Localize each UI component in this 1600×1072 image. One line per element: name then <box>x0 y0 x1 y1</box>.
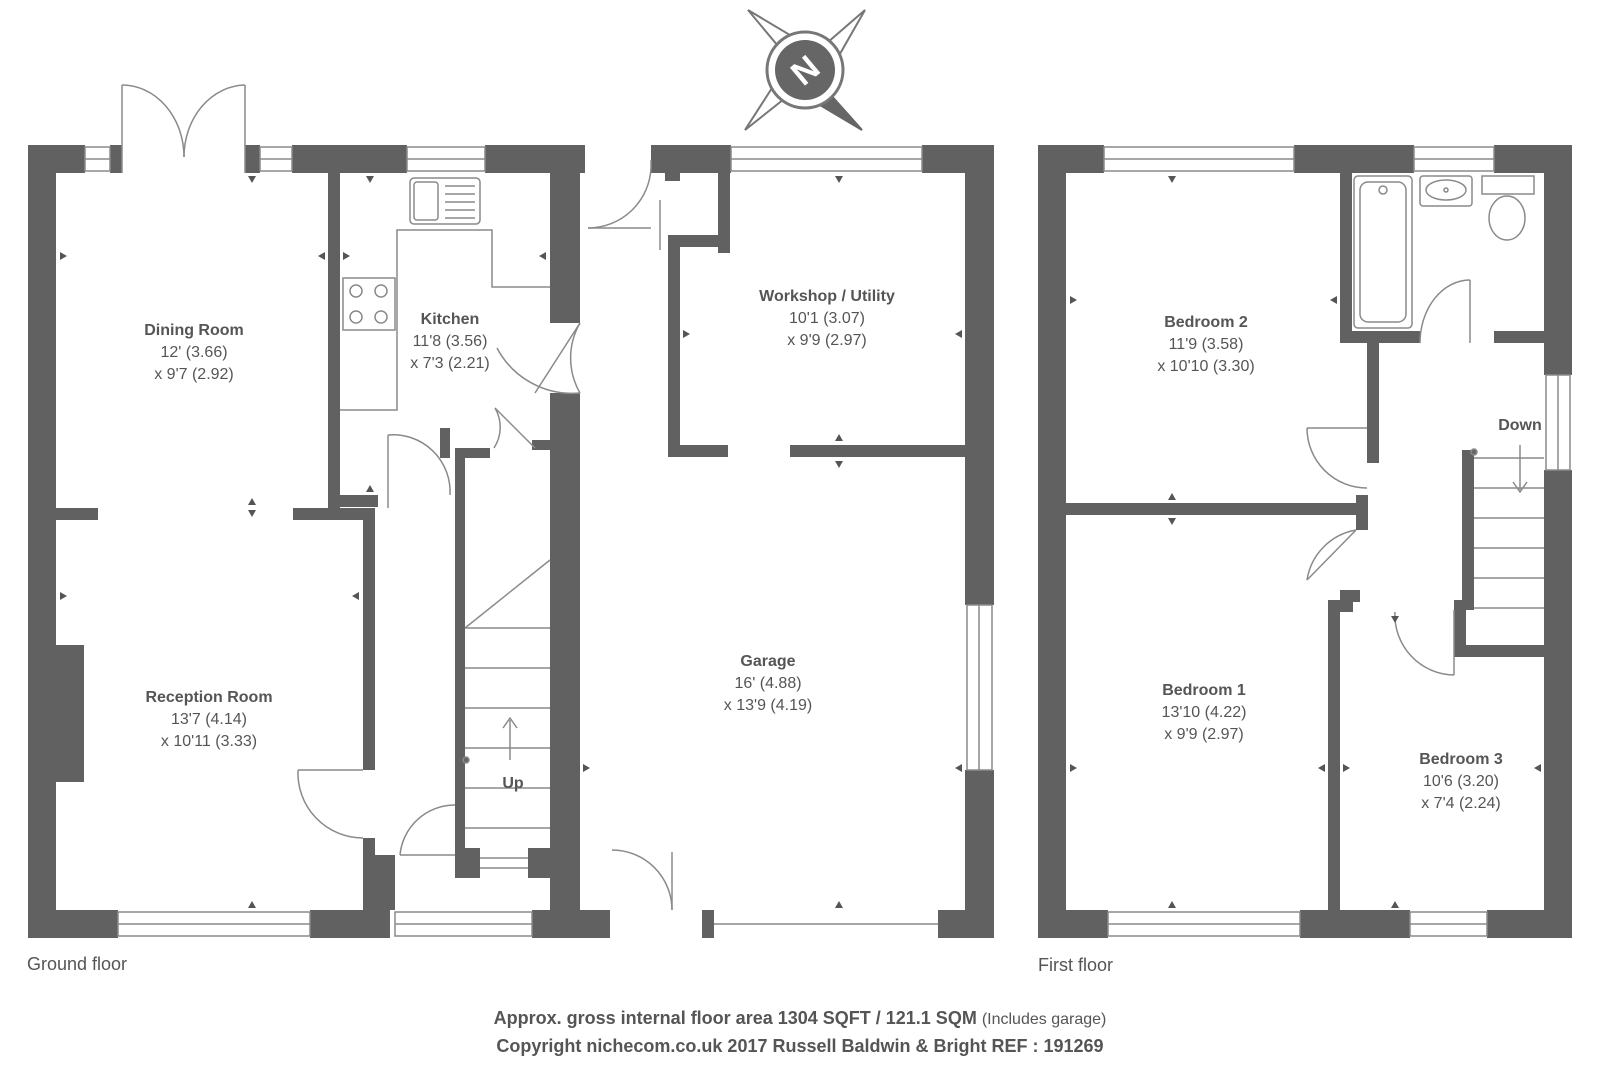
room-dim2-bedroom-1: x 9'9 (2.97) <box>1164 726 1244 743</box>
room-dim2-bedroom-3: x 7'4 (2.24) <box>1421 795 1501 812</box>
ground-floor-windows <box>84 146 533 937</box>
dimension-markers <box>60 176 1541 908</box>
floor-area-note: Approx. gross internal floor area 1304 S… <box>0 1008 1600 1029</box>
room-dim1-bedroom-2: 11'9 (3.58) <box>1169 336 1244 353</box>
first-floor-label: First floor <box>1038 955 1113 975</box>
room-dim1-bedroom-3: 10'6 (3.20) <box>1423 773 1499 790</box>
room-dim1-dining: 12' (3.66) <box>160 344 227 361</box>
floor-area-text: Approx. gross internal floor area 1304 S… <box>493 1008 977 1028</box>
stairs-down-label: Down <box>1498 417 1542 434</box>
room-dim1-kitchen: 11'8 (3.56) <box>413 333 488 350</box>
first-floor-walls <box>1038 145 1572 938</box>
room-dim2-workshop: x 9'9 (2.97) <box>787 332 867 349</box>
room-dining: Dining Room 12' (3.66) x 9'7 (2.92) <box>144 322 244 383</box>
room-name-kitchen: Kitchen <box>421 311 480 328</box>
room-workshop: Workshop / Utility 10'1 (3.07) x 9'9 (2.… <box>759 288 895 349</box>
room-garage: Garage 16' (4.88) x 13'9 (4.19) <box>724 653 812 714</box>
room-name-bedroom-3: Bedroom 3 <box>1419 751 1503 768</box>
room-dim1-workshop: 10'1 (3.07) <box>789 310 865 327</box>
room-dim2-garage: x 13'9 (4.19) <box>724 697 812 714</box>
first-floor-lines <box>1103 146 1571 937</box>
room-name-dining: Dining Room <box>144 322 244 339</box>
floor-area-includes: (Includes garage) <box>981 1011 1107 1028</box>
ground-floor-label: Ground floor <box>27 954 127 974</box>
room-dim2-dining: x 9'7 (2.92) <box>154 366 234 383</box>
ground-floor-doors <box>121 84 581 869</box>
room-dim1-garage: 16' (4.88) <box>734 675 801 692</box>
room-dim2-reception: x 10'11 (3.33) <box>161 733 257 750</box>
room-bedroom-2: Bedroom 2 11'9 (3.58) x 10'10 (3.30) <box>1157 314 1254 375</box>
room-dim2-bedroom-2: x 10'10 (3.30) <box>1157 358 1254 375</box>
room-dim1-reception: 13'7 (4.14) <box>171 711 247 728</box>
room-name-workshop: Workshop / Utility <box>759 288 895 305</box>
copyright-note: Copyright nichecom.co.uk 2017 Russell Ba… <box>496 1036 1104 1056</box>
room-name-garage: Garage <box>740 653 795 670</box>
garage-lines <box>587 146 993 925</box>
room-bedroom-3: Bedroom 3 10'6 (3.20) x 7'4 (2.24) <box>1419 751 1503 812</box>
compass-icon: N <box>744 9 866 131</box>
room-kitchen: Kitchen 11'8 (3.56) x 7'3 (2.21) <box>410 311 490 372</box>
room-bedroom-1: Bedroom 1 13'10 (4.22) x 9'9 (2.97) <box>1162 682 1247 743</box>
room-reception: Reception Room 13'7 (4.14) x 10'11 (3.33… <box>145 689 272 750</box>
room-dim2-kitchen: x 7'3 (2.21) <box>410 355 490 372</box>
room-dim1-bedroom-1: 13'10 (4.22) <box>1162 704 1247 721</box>
ground-floor-walls <box>28 145 585 938</box>
stairs-up-label: Up <box>502 775 524 792</box>
garage-walls <box>580 145 994 938</box>
room-name-bedroom-1: Bedroom 1 <box>1162 682 1246 699</box>
room-name-bedroom-2: Bedroom 2 <box>1164 314 1248 331</box>
room-name-reception: Reception Room <box>145 689 272 706</box>
